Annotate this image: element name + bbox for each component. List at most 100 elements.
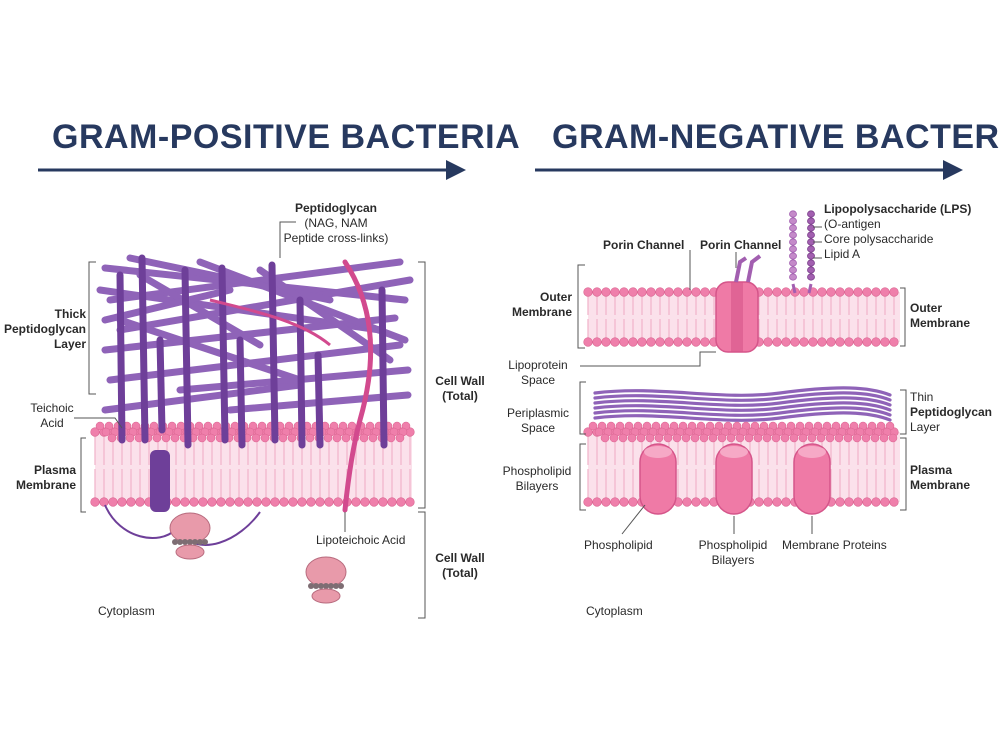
lipid-head: [861, 433, 871, 443]
lipid-head: [699, 433, 709, 443]
lipid-head: [871, 497, 881, 507]
protein-bead: [333, 583, 339, 589]
teichoic-leader: [74, 417, 123, 429]
cell-wall-bracket-lower: [418, 511, 426, 619]
lipid-head: [610, 497, 620, 507]
lipid-head: [843, 433, 853, 443]
peptidoglycan-pillar: [296, 296, 306, 449]
core-unit: [807, 210, 815, 218]
lipid-head: [261, 497, 271, 507]
peptidoglycan-strand: [593, 386, 892, 397]
protein-bead: [197, 539, 203, 545]
leader-lines: [74, 221, 907, 619]
o-antigen-unit: [789, 266, 797, 274]
lipid-head: [799, 337, 809, 347]
lipid-head: [888, 433, 898, 443]
cytoplasmic-protein-2: [305, 556, 347, 604]
gram-positive-title: GRAM-POSITIVE BACTERIA: [52, 118, 521, 156]
lipid-head: [601, 497, 611, 507]
lipid-head: [592, 337, 602, 347]
protein-highlight: [720, 446, 748, 458]
peptidoglycan-strand: [593, 391, 892, 402]
lipid-head: [369, 497, 379, 507]
lipid-head: [341, 433, 351, 443]
lipid-head: [880, 497, 890, 507]
lipid-head: [682, 287, 692, 297]
lipid-head: [252, 497, 262, 507]
lipid-head: [594, 427, 604, 437]
lipid-head: [790, 337, 800, 347]
lipid-head: [95, 421, 105, 431]
lipid-head: [627, 433, 637, 443]
lipid-head: [798, 433, 808, 443]
lipid-head: [808, 337, 818, 347]
lipid-head: [853, 497, 863, 507]
lipopolysaccharide-chains: [789, 210, 815, 294]
lipid-head: [287, 433, 297, 443]
protein-base: [311, 588, 341, 604]
peptidoglycan-strand: [116, 316, 304, 384]
lipid-head: [628, 497, 638, 507]
outer-membrane-label-left: Outer Membrane: [511, 290, 572, 319]
core-unit: [807, 231, 815, 239]
lipoteichoic-acid-strand: [342, 259, 374, 513]
core-unit: [807, 273, 815, 281]
lipid-head: [387, 497, 397, 507]
thin-peptidoglycan-layer-label: Thin Peptidoglycan Layer: [910, 390, 993, 434]
protein-highlight: [644, 446, 672, 458]
lipid-a: [791, 283, 797, 294]
protein-body: [169, 512, 211, 544]
thin-layer-bracket: [900, 389, 907, 435]
lipid-head: [682, 337, 692, 347]
lipid-head: [862, 337, 872, 347]
protein-bead: [202, 539, 208, 545]
lipid-head: [101, 427, 111, 437]
lipid-head: [324, 497, 334, 507]
lipid-head: [664, 337, 674, 347]
lipid-head: [125, 433, 135, 443]
porin-pore: [731, 282, 743, 352]
lipid-head: [852, 433, 862, 443]
phospholipid-leader: [621, 504, 646, 535]
cross-link: [209, 298, 331, 347]
lipid-head: [189, 497, 199, 507]
left-title-arrow: [38, 160, 466, 180]
peptidoglycan-strand: [593, 406, 892, 417]
lipid-head: [807, 433, 817, 443]
core-unit: [807, 245, 815, 253]
lipid-head: [826, 287, 836, 297]
outer-membrane-label-right: Outer Membrane: [910, 301, 971, 330]
thick-peptidoglycan-layer-label: Thick Peptidoglycan Layer: [3, 307, 86, 351]
periplasmic-space-label: Periplasmic Space: [506, 406, 569, 435]
peptidoglycan-pillar: [236, 336, 246, 449]
lipid-head: [90, 427, 100, 437]
lipid-head: [180, 497, 190, 507]
left-plasma-membrane-label: Plasma Membrane: [15, 463, 76, 492]
lipid-head: [99, 497, 109, 507]
lipid-head: [297, 497, 307, 507]
lipid-head: [197, 433, 207, 443]
core-unit: [807, 252, 815, 260]
lipid-head: [654, 433, 664, 443]
protein-bead: [192, 539, 198, 545]
lipid-head: [323, 433, 333, 443]
lipid-head: [772, 337, 782, 347]
lipid-head: [817, 287, 827, 297]
lipid-head: [780, 433, 790, 443]
porin-channel-label-1: Porin Channel: [603, 238, 685, 252]
lipid-head: [278, 433, 288, 443]
lipid-head: [206, 433, 216, 443]
lipid-head: [306, 497, 316, 507]
thick-layer-bracket: [88, 261, 96, 395]
o-antigen-unit: [789, 252, 797, 260]
lipid-head: [90, 497, 100, 507]
lipid-head: [609, 433, 619, 443]
lipid-head: [637, 337, 647, 347]
core-unit: [807, 266, 815, 274]
lipid-head: [871, 337, 881, 347]
protein-bead: [187, 539, 193, 545]
lipid-head: [152, 433, 162, 443]
lipid-head: [853, 287, 863, 297]
